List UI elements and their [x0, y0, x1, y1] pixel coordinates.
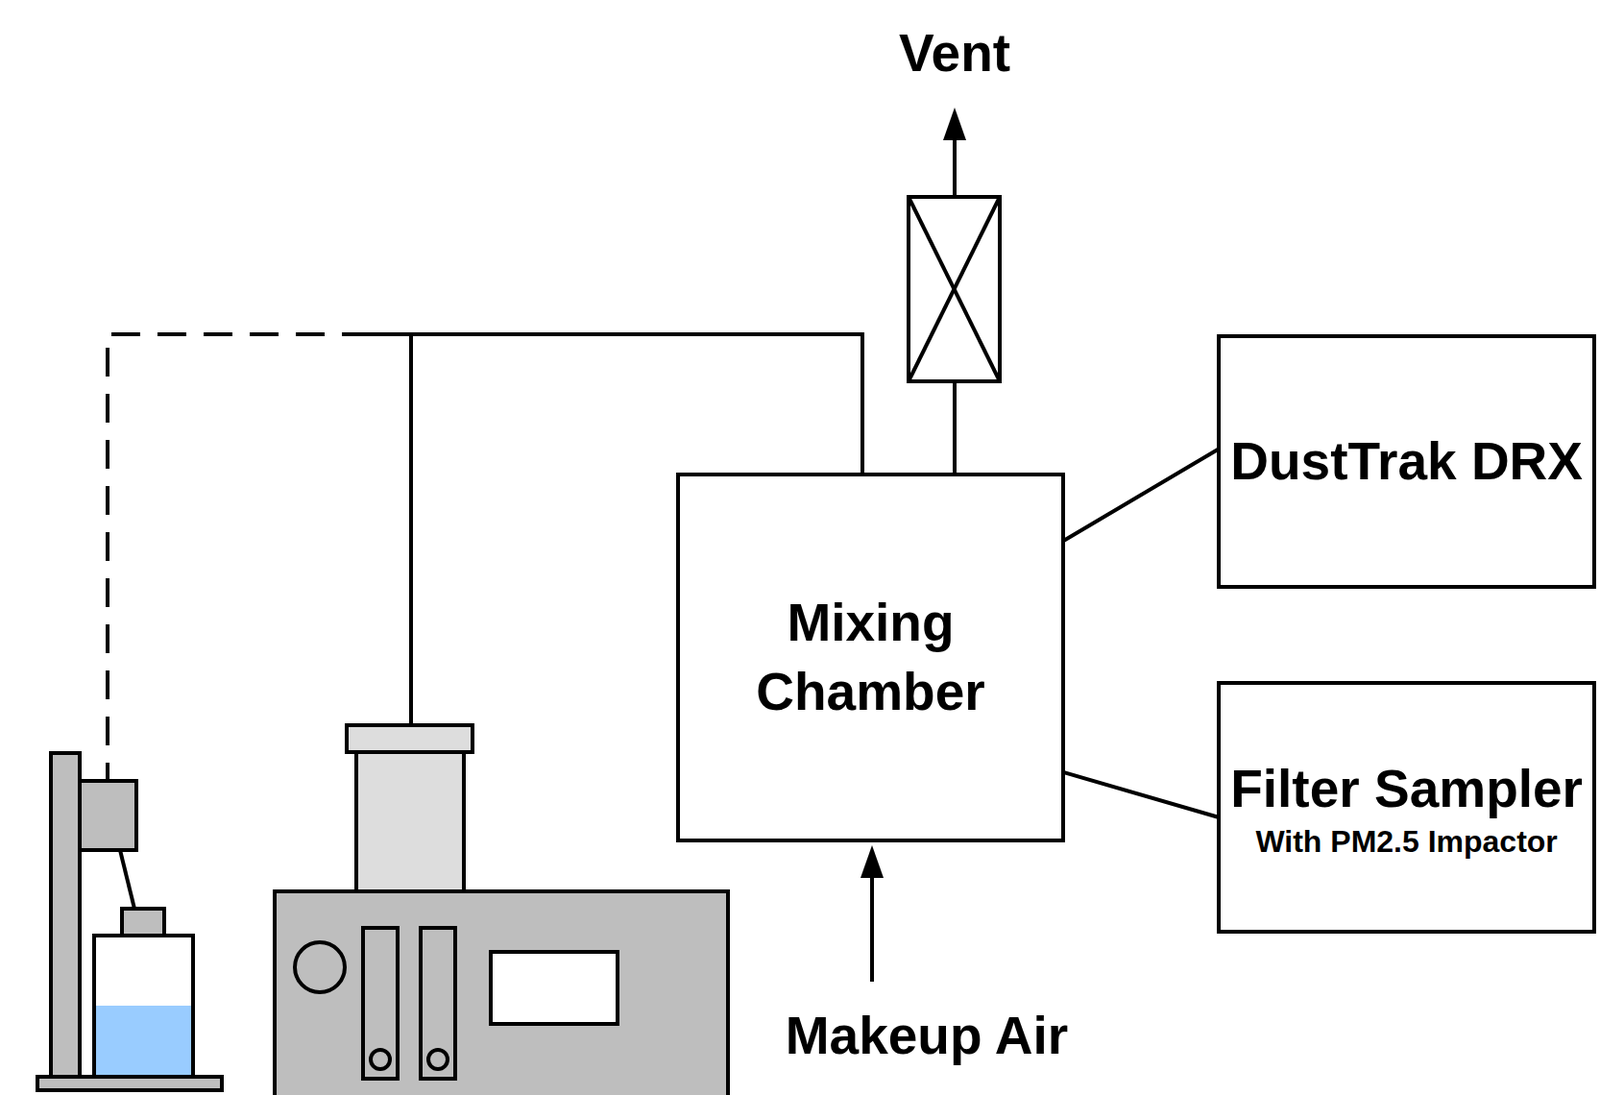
rotameter: [420, 927, 456, 1079]
sample-line: [1063, 448, 1219, 541]
rotameter-ball: [428, 1049, 448, 1069]
bottle-tube: [120, 849, 135, 909]
stand-base: [37, 1076, 222, 1091]
generator-cap: [346, 725, 473, 752]
mixing-chamber: Mixing Chamber: [676, 472, 1066, 843]
feed-pipe: [409, 334, 413, 726]
rotameter: [363, 927, 398, 1079]
stand-post: [50, 752, 80, 1077]
bottle-liquid: [96, 1005, 192, 1075]
dashed-line: [107, 334, 371, 781]
generator-column: [356, 751, 464, 892]
arrowhead: [860, 845, 884, 878]
knob: [294, 942, 345, 993]
vent-pipe: [952, 381, 957, 473]
box-subtitle: With PM2.5 Impactor: [1255, 823, 1557, 860]
vent-filter: [908, 196, 1000, 382]
vent-arrow: [952, 134, 957, 197]
box-title: DustTrak DRX: [1230, 427, 1583, 497]
bottle-cap: [121, 908, 165, 936]
display: [490, 951, 618, 1024]
bottle: [94, 935, 194, 1077]
filter-cross: [908, 196, 1000, 382]
stand-arm: [79, 780, 137, 850]
flow-label: Makeup Air: [785, 1003, 1068, 1067]
sample-line: [1063, 772, 1219, 818]
filter-cross: [908, 196, 1000, 382]
arrowhead: [943, 107, 967, 141]
instrument-box: DustTrak DRX: [1216, 334, 1597, 589]
sampler-box: Filter SamplerWith PM2.5 Impactor: [1216, 680, 1597, 934]
feed-pipe: [370, 334, 863, 473]
makeup-arrow: [870, 873, 874, 982]
box-title: Filter Sampler: [1230, 754, 1583, 825]
box-title: Mixing Chamber: [679, 588, 1062, 727]
generator-body: [274, 891, 728, 1095]
flow-label: Vent: [898, 21, 1011, 85]
bottle-outline: [94, 935, 194, 1077]
rotameter-ball: [370, 1049, 390, 1069]
